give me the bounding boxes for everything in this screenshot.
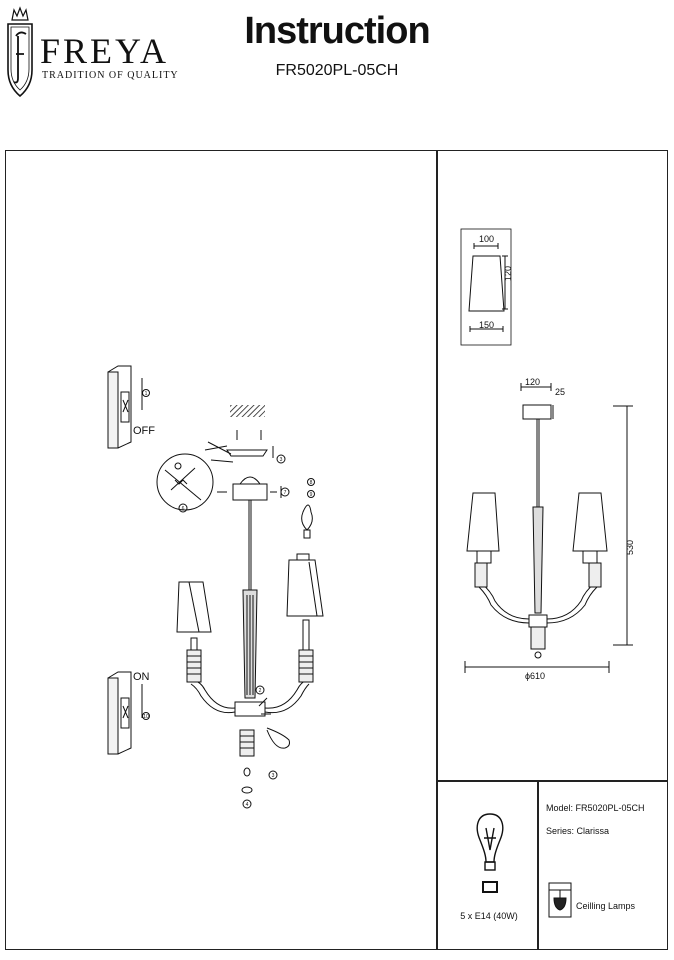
step-label: 1 — [145, 391, 148, 397]
step-label: 2 — [259, 688, 262, 694]
step-label: 7 — [284, 490, 287, 496]
switch-on-label: ON — [133, 671, 150, 683]
instruction-frame — [5, 150, 668, 950]
step-label: 3 — [272, 773, 275, 779]
freya-crest-icon — [7, 6, 33, 98]
dim-shade-height: 120 — [503, 266, 513, 281]
brand-name: FREYA — [40, 31, 170, 71]
step-label: 9 — [310, 492, 313, 498]
step-label: 8 — [310, 480, 313, 486]
spec-divider — [537, 780, 539, 950]
brand-tagline: TRADITION OF QUALITY — [42, 70, 179, 81]
step-label: 4 — [246, 802, 249, 808]
dim-shade-top: 100 — [479, 234, 494, 244]
page-title: Instruction — [244, 10, 430, 52]
dimension-diagram: 100 150 120 120 25 530 ϕ610 — [460, 228, 635, 681]
switch-off-label: OFF — [133, 425, 155, 437]
dim-canopy-height: 25 — [555, 387, 565, 397]
dim-shade-bottom: 150 — [479, 320, 494, 330]
step-label: 10 — [143, 714, 149, 720]
dim-total-diameter: ϕ610 — [525, 671, 545, 681]
frame-divider-vertical — [436, 150, 438, 950]
series-line: Series: Clarissa — [546, 826, 610, 836]
model-line: Model: FR5020PL-05CH — [546, 803, 645, 813]
frame-divider-horizontal — [436, 780, 668, 782]
switch-icon — [107, 671, 132, 755]
dim-canopy-width: 120 — [525, 377, 540, 387]
ceiling-lamp-icon — [548, 882, 572, 918]
step-label: 3 — [280, 457, 283, 463]
step-label: 6 — [182, 506, 185, 512]
switch-icon — [107, 365, 132, 449]
assembly-diagram: 1 10 3 7 8 9 2 3 4 6 OFF ON — [107, 365, 324, 809]
dim-total-height: 530 — [625, 540, 635, 555]
light-bulb-icon — [476, 813, 504, 893]
lamp-type: Ceilling Lamps — [576, 901, 636, 911]
bulb-spec: 5 x E14 (40W) — [460, 911, 518, 921]
model-code: FR5020PL-05CH — [275, 62, 399, 79]
